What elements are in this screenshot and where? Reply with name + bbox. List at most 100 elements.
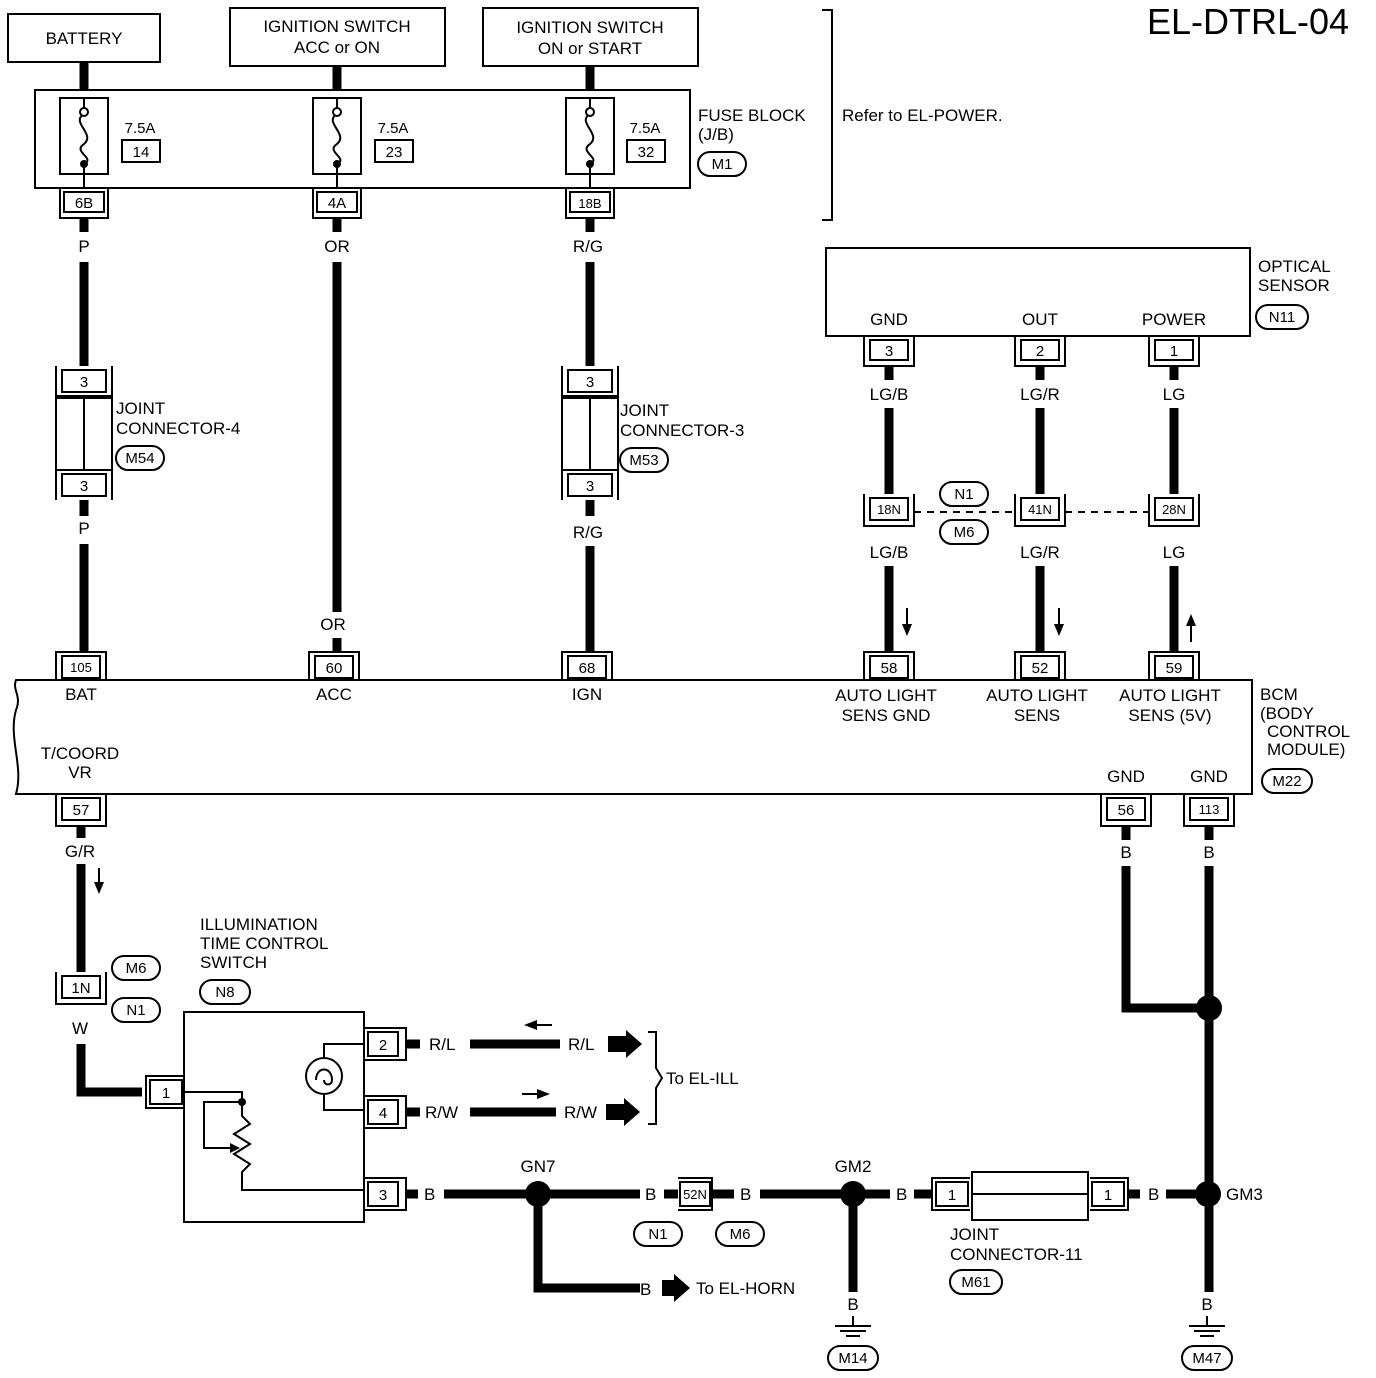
gm3-label: GM3 (1226, 1185, 1263, 1204)
bcm-pin-58-label-2: SENS GND (842, 706, 931, 725)
terminal-18b-label: 18B (578, 196, 601, 211)
wire-w: W (72, 1019, 88, 1038)
switch-pin-1: 1 (162, 1085, 170, 1102)
jc11-pin-right: 1 (1104, 1187, 1112, 1204)
bcm-pin-59-label-2: SENS (5V) (1128, 706, 1211, 725)
jc3-label-1: JOINT (620, 401, 669, 420)
bcm-pin-59: 59 AUTO LIGHT SENS (5V) (1119, 651, 1221, 725)
horn-arrow (662, 1274, 690, 1302)
fuse-23-number: 23 (386, 144, 403, 161)
ign-acc-label-1: IGNITION SWITCH (263, 17, 410, 36)
joint-connector-11: 1 1 JOINT CONNECTOR-11 M61 (931, 1171, 1129, 1295)
inline-1n-label: 1N (71, 980, 90, 997)
inline-28n: 28N (1148, 494, 1200, 527)
bcm-pin-57-num: 57 (73, 802, 90, 819)
wire-rg-top: R/G (573, 237, 603, 256)
gn7-label: GN7 (521, 1157, 556, 1176)
inline-41n-label: 41N (1028, 502, 1052, 517)
bcm-pin-59-label-1: AUTO LIGHT (1119, 686, 1221, 705)
refer-bracket (822, 9, 833, 221)
battery-label: BATTERY (46, 29, 123, 48)
inline-18n: 18N (863, 494, 915, 527)
optical-pin-2-label: 2 (1036, 343, 1044, 360)
fuse-14-number: 14 (133, 144, 150, 161)
optical-connector: N11 (1269, 309, 1295, 326)
optical-sensor: GND OUT POWER OPTICAL SENSOR N11 (825, 247, 1331, 337)
joint-connector-4: 3 3 JOINT CONNECTOR-4 M54 (55, 366, 240, 500)
bcm-pin-52: 52 AUTO LIGHT SENS (986, 651, 1088, 725)
bcm-pin-56-num: 56 (1118, 802, 1135, 819)
wire-rl-1: R/L (429, 1035, 455, 1054)
wire-or-top: OR (324, 237, 350, 256)
fuse-block-label-2: (J/B) (698, 125, 734, 144)
bcm-gnd2-label: GND (1190, 767, 1228, 786)
fuse-23-rating: 7.5A (378, 120, 409, 137)
inline-18n-label: 18N (877, 502, 901, 517)
fuse-32: 7.5A 32 (565, 97, 666, 188)
bcm-pin-58-num: 58 (881, 660, 898, 677)
wire-rw-1: R/W (425, 1103, 458, 1122)
fuse-23: 7.5A 23 (312, 97, 414, 188)
bcm-pin-57: 57 (55, 794, 107, 827)
wire-rg-bottom: R/G (573, 523, 603, 542)
inline-52n: 52N (678, 1177, 713, 1211)
ign-on-label-1: IGNITION SWITCH (516, 18, 663, 37)
inline-52n-label: 52N (683, 1187, 707, 1202)
bcm-tcoord-label-2: VR (68, 763, 92, 782)
inline-n1-tag: N1 (954, 486, 973, 503)
bcm-pin-56: 56 (1100, 794, 1152, 827)
wire-b-113: B (1203, 843, 1214, 862)
to-el-horn: To EL-HORN (696, 1279, 795, 1298)
wire-or-bottom: OR (320, 615, 346, 634)
fuse-14: 7.5A 14 (59, 97, 161, 188)
el-ill-bracket (648, 1031, 664, 1125)
joint-connector-3: 3 3 JOINT CONNECTOR-3 M53 (561, 366, 744, 500)
jc4-label-2: CONNECTOR-4 (116, 419, 240, 438)
to-el-ill: To EL-ILL (666, 1069, 739, 1088)
wire-b-gm2: B (896, 1185, 907, 1204)
wire-rl-2: R/L (568, 1035, 594, 1054)
switch-label-2: TIME CONTROL (200, 934, 328, 953)
jc11-label-2: CONNECTOR-11 (950, 1245, 1083, 1264)
bcm-pin-58: 58 AUTO LIGHT SENS GND (835, 651, 937, 725)
wire-b-horn: B (640, 1280, 651, 1299)
inline-52n-m6-tag: M6 (730, 1226, 751, 1243)
ignition-switch-on-source: IGNITION SWITCH ON or START (482, 7, 699, 67)
jc4-pin-top: 3 (80, 374, 88, 391)
bcm-module: BCM (BODY CONTROL MODULE) M22 (12, 679, 1350, 795)
rw-arrow-out (606, 1098, 640, 1126)
terminal-4a: 4A (312, 188, 362, 219)
wire-b-56: B (1120, 843, 1131, 862)
battery-source: BATTERY (7, 13, 161, 63)
optical-pin-1-label: 1 (1170, 343, 1178, 360)
ground-m14-symbol (835, 1316, 871, 1337)
inline-28n-label: 28N (1162, 502, 1186, 517)
jc3-connector: M53 (629, 452, 658, 469)
splice-bcm-gnd (1196, 995, 1222, 1021)
refer-note: Refer to EL-POWER. (842, 106, 1003, 125)
bcm-tcoord-label-1: T/COORD (41, 744, 119, 763)
switch-pin-3: 3 (379, 1187, 387, 1204)
bcm-pin-52-label-2: SENS (1014, 706, 1060, 725)
jc4-label-1: JOINT (116, 399, 165, 418)
bcm-label-3: CONTROL (1267, 722, 1350, 741)
wire-lgb-bottom: LG/B (870, 543, 909, 562)
jc11-connector: M61 (961, 1274, 990, 1291)
optical-label-1: OPTICAL (1258, 257, 1331, 276)
inline-41n: 41N (1014, 494, 1066, 527)
switch-label-3: SWITCH (200, 953, 267, 972)
gm2-label: GM2 (835, 1157, 872, 1176)
inline-1n-n1-tag: N1 (126, 1002, 145, 1019)
fuse-14-rating: 7.5A (125, 120, 156, 137)
optical-label-2: SENSOR (1258, 276, 1330, 295)
wire-p-bottom: P (78, 519, 89, 538)
jc11-pin-left: 1 (948, 1187, 956, 1204)
switch-label-1: ILLUMINATION (200, 915, 318, 934)
wire-lg-top: LG (1163, 385, 1186, 404)
bcm-pin-60: 60 ACC (308, 651, 360, 704)
m47-label: M47 (1192, 1350, 1221, 1367)
diagram-id: EL-DTRL-04 (1147, 1, 1349, 42)
switch-pin-2-connector: 2 (364, 1027, 407, 1061)
optical-gnd-label: GND (870, 310, 908, 329)
